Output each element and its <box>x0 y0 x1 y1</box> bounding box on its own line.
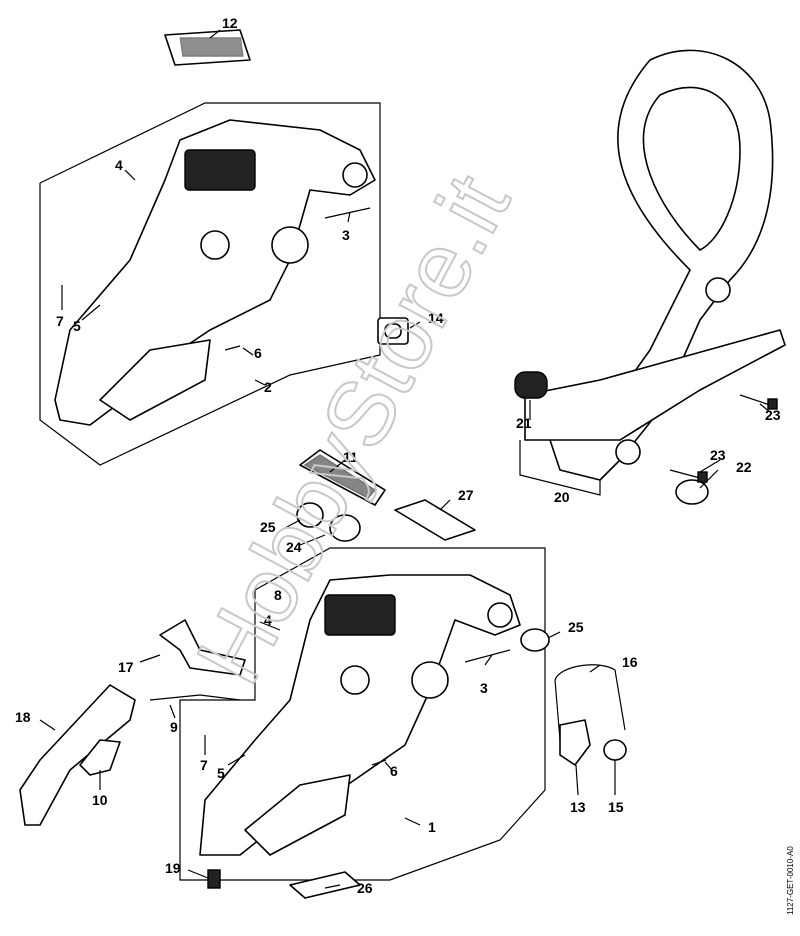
label-18: 18 <box>15 709 31 725</box>
label-14: 14 <box>428 310 444 326</box>
label-26: 26 <box>357 880 373 896</box>
part-23-screws <box>669 394 778 483</box>
part-15-valve <box>603 739 627 761</box>
parts-screws-3 <box>224 207 511 766</box>
label-4: 4 <box>115 157 123 173</box>
part-24-spring <box>329 514 361 542</box>
part-12-filter <box>164 29 251 66</box>
label-6-lower: 6 <box>390 763 398 779</box>
label-10: 10 <box>92 792 108 808</box>
drawing-code: 1127-GET-0010-A0 <box>786 846 795 915</box>
label-11: 11 <box>343 449 358 465</box>
part-16-hose <box>554 664 626 741</box>
part-18-cover <box>19 684 136 826</box>
label-5-lower: 5 <box>217 765 225 781</box>
label-23b: 23 <box>710 447 726 463</box>
label-22: 22 <box>736 459 752 475</box>
label-21: 21 <box>516 415 532 431</box>
label-9: 9 <box>170 719 178 735</box>
part-25-plug <box>296 502 324 528</box>
label-8: 8 <box>274 587 282 603</box>
label-23a: 23 <box>765 407 781 423</box>
label-7: 7 <box>56 313 64 329</box>
label-3: 3 <box>342 227 350 243</box>
handle-group-frame <box>519 440 601 496</box>
label-27: 27 <box>458 487 474 503</box>
label-2: 2 <box>264 379 272 395</box>
part-9-rod <box>149 694 241 701</box>
label-4-lower: 4 <box>264 612 272 628</box>
part-20-handlebar <box>524 49 786 481</box>
part-1-housing <box>199 574 521 856</box>
part-19-screw <box>207 869 221 889</box>
label-7-lower: 7 <box>200 757 208 773</box>
label-17: 17 <box>118 659 134 675</box>
part-27-mat <box>394 499 476 541</box>
part-22-cap <box>675 479 709 505</box>
lower-group-frame <box>179 547 546 881</box>
label-15: 15 <box>608 799 624 815</box>
part-10-trigger <box>79 739 121 776</box>
label-20: 20 <box>554 489 570 505</box>
part-14-plug <box>377 317 409 345</box>
label-13: 13 <box>570 799 586 815</box>
label-25a: 25 <box>260 519 276 535</box>
label-25b: 25 <box>568 619 584 635</box>
label-16: 16 <box>622 654 638 670</box>
part-26-mat <box>289 871 361 899</box>
leader-lines <box>39 29 771 889</box>
part-21-buffer <box>514 371 548 399</box>
label-24: 24 <box>286 539 302 555</box>
label-5: 5 <box>73 318 81 334</box>
label-12: 12 <box>222 15 238 31</box>
label-3-lower: 3 <box>480 680 488 696</box>
label-19: 19 <box>165 860 181 876</box>
upper-group-frame <box>39 102 381 466</box>
part-13-valve <box>559 719 591 766</box>
label-1: 1 <box>428 819 436 835</box>
part-17-lever <box>159 619 246 676</box>
label-6: 6 <box>254 345 262 361</box>
part-11-filter <box>299 449 386 506</box>
part-2-housing <box>54 119 376 426</box>
part-25b-cap <box>520 628 550 652</box>
